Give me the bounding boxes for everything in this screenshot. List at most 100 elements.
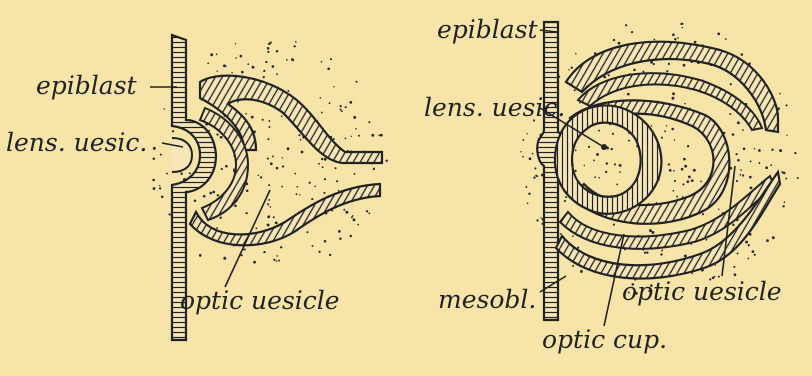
stipple-dot (772, 236, 775, 239)
stipple-dot (276, 260, 278, 262)
stipple-dot (742, 174, 744, 176)
stipple-dot (281, 115, 283, 117)
stipple-dot (309, 182, 311, 184)
stipple-dot (216, 133, 218, 135)
stipple-dot (688, 176, 691, 179)
stipple-dot (628, 140, 630, 142)
stipple-dot (262, 119, 264, 121)
stipple-dot (669, 169, 672, 172)
stipple-dot (321, 112, 323, 114)
stipple-dot (267, 224, 270, 227)
stipple-dot (329, 102, 331, 104)
stipple-dot (666, 125, 667, 126)
stipple-dot (682, 23, 684, 25)
stipple-dot (251, 116, 254, 119)
stipple-dot (525, 186, 527, 188)
stipple-dot (276, 50, 279, 53)
stipple-dot (333, 86, 334, 87)
stipple-dot (345, 211, 348, 214)
stipple-dot (536, 175, 538, 177)
stipple-dot (677, 37, 679, 39)
stipple-dot (735, 153, 737, 155)
stipple-dot (625, 24, 627, 26)
stipple-dot (237, 101, 239, 103)
stipple-dot (522, 139, 524, 141)
stipple-dot (668, 63, 670, 65)
stipple-dot (765, 166, 768, 169)
stipple-dot (253, 261, 256, 264)
stipple-dot (627, 93, 630, 96)
stipple-dot (180, 172, 182, 174)
stipple-dot (541, 217, 542, 218)
stipple-dot (747, 258, 749, 260)
left-label-optic-vesicle: optic uesicle (180, 288, 340, 313)
stipple-dot (221, 168, 223, 170)
stipple-dot (159, 185, 161, 187)
stipple-dot (276, 255, 278, 257)
stipple-dot (225, 165, 228, 168)
right-label-lens-vesicle: lens. uesic. (424, 95, 565, 120)
stipple-dot (273, 216, 275, 218)
stipple-dot (152, 179, 155, 182)
stipple-dot (268, 199, 270, 201)
stipple-dot (730, 83, 732, 85)
stipple-dot (596, 153, 599, 156)
stipple-dot (355, 81, 357, 83)
stipple-dot (321, 61, 323, 63)
stipple-dot (160, 154, 162, 156)
left-lens-pit (172, 138, 192, 172)
stipple-dot (527, 202, 529, 204)
stipple-dot (371, 134, 374, 137)
stipple-dot (613, 39, 615, 41)
stipple-dot (294, 173, 296, 175)
stipple-dot (318, 163, 320, 165)
stipple-dot (674, 180, 676, 182)
stipple-dot (743, 148, 746, 151)
stipple-dot (255, 227, 257, 229)
stipple-dot (199, 254, 202, 257)
stipple-dot (588, 146, 590, 148)
left-label-lens-vesicle: lens. uesic. (6, 130, 147, 155)
stipple-dot (350, 235, 352, 237)
stipple-dot (750, 187, 753, 190)
stipple-dot (684, 165, 687, 168)
stipple-dot (683, 158, 686, 161)
stipple-dot (245, 113, 247, 115)
stipple-dot (338, 190, 340, 192)
stipple-dot (734, 273, 737, 276)
stipple-dot (684, 254, 687, 257)
stipple-dot (599, 177, 601, 179)
stipple-dot (786, 104, 788, 106)
stipple-dot (343, 209, 345, 211)
stipple-dot (683, 64, 686, 67)
stipple-dot (750, 160, 752, 162)
stipple-dot (189, 172, 191, 174)
stipple-dot (336, 180, 338, 182)
stipple-dot (572, 235, 574, 237)
stipple-dot (216, 227, 218, 229)
stipple-dot (282, 165, 284, 167)
stipple-dot (785, 178, 787, 180)
stipple-dot (574, 170, 576, 172)
stipple-dot (687, 145, 689, 147)
stipple-dot (654, 39, 656, 41)
stipple-dot (702, 213, 704, 215)
stipple-dot (594, 176, 596, 178)
stipple-dot (268, 120, 270, 122)
stipple-dot (323, 192, 325, 194)
stipple-dot (252, 66, 255, 69)
stipple-dot (273, 259, 275, 261)
stipple-dot (642, 71, 644, 73)
stipple-dot (268, 138, 270, 140)
stipple-dot (272, 65, 275, 68)
stipple-dot (529, 157, 532, 160)
stipple-dot (686, 180, 689, 183)
stipple-dot (267, 158, 269, 160)
stipple-dot (216, 53, 218, 55)
stipple-dot (758, 162, 760, 164)
stipple-dot (243, 248, 245, 250)
stipple-dot (740, 174, 742, 176)
stipple-dot (296, 193, 298, 195)
stipple-dot (741, 53, 744, 56)
stipple-dot (276, 222, 278, 224)
